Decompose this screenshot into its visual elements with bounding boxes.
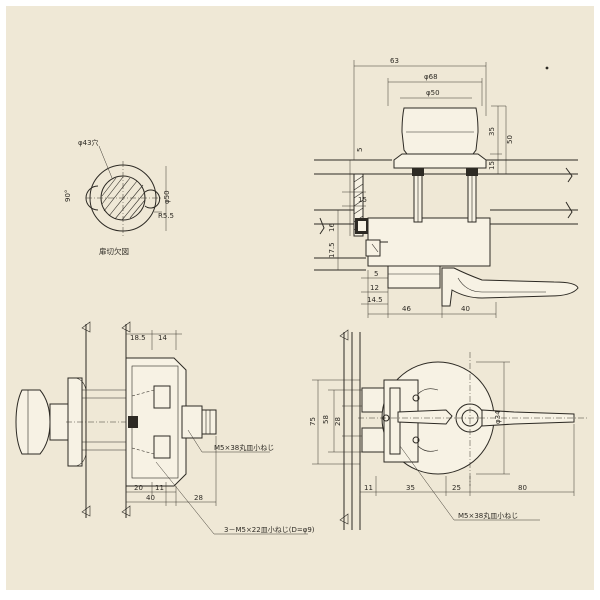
bottom-left-view: 18.5 14 20 11 40: [15, 321, 315, 535]
corner-mark: [545, 66, 549, 70]
dim-b-40: 40: [146, 494, 155, 502]
dim-b-12: 12: [370, 284, 379, 292]
dim-b-11: 11: [155, 484, 164, 492]
dim-phi50: φ50: [426, 89, 440, 97]
dim-b-25: 25: [452, 484, 461, 492]
dim-b-46: 46: [402, 305, 411, 313]
dim-v-75: 75: [309, 417, 317, 426]
cutout-hole-label: φ43穴: [78, 138, 99, 147]
lock-case: [367, 217, 491, 267]
cutout-title: 扉切欠図: [99, 246, 129, 256]
bottom-right-view: 75 58 28 φ34: [309, 329, 588, 530]
door-cutout-detail: φ43穴 90° φ50 R5.5 扉切欠図: [64, 138, 174, 256]
screw-note-1: M5×38丸皿小ねじ: [214, 443, 274, 452]
dim-v-58: 58: [322, 415, 330, 424]
dim-phi34: φ34: [494, 410, 502, 424]
dim-63: 63: [390, 57, 399, 65]
latch-bolt: [365, 239, 381, 257]
dim-phi68: φ68: [424, 73, 438, 81]
cutout-latch-notch: [144, 189, 161, 209]
technical-drawing: φ43穴 90° φ50 R5.5 扉切欠図 63 φ68 φ50 35 50 …: [15, 57, 588, 535]
dim-15: 15: [488, 161, 496, 170]
lever-front-inner: [397, 409, 453, 425]
dim-b-80: 80: [518, 484, 527, 492]
dim-35: 35: [488, 127, 496, 136]
knob-rose: [393, 153, 487, 169]
dim-top-14: 14: [158, 334, 167, 342]
dim-v-28: 28: [334, 417, 342, 426]
lock-boss: [387, 265, 441, 289]
drawing-sheet: φ43穴 90° φ50 R5.5 扉切欠図 63 φ68 φ50 35 50 …: [6, 6, 594, 590]
knob-side: [15, 389, 51, 455]
dim-b-11-r: 11: [364, 484, 373, 492]
dim-b-35: 35: [406, 484, 415, 492]
dim-b-20: 20: [134, 484, 143, 492]
dim-b-40: 40: [461, 305, 470, 313]
lock-spindle-side: [181, 405, 203, 439]
dim-left-16: 16: [328, 223, 336, 232]
dim-b-5: 5: [374, 270, 378, 278]
knob-body: [401, 107, 479, 159]
dim-left-17-5: 17.5: [328, 242, 336, 258]
dim-50: 50: [506, 135, 514, 144]
dim-left-5: 5: [356, 148, 364, 152]
side-section-view: 63 φ68 φ50 35 50 15: [314, 57, 579, 318]
dim-left-15: 15: [358, 196, 367, 204]
dim-b-28: 28: [194, 494, 203, 502]
screw-note-2: 3－M5×22皿小ねじ(D=φ9): [224, 525, 315, 534]
lock-body-side: [125, 357, 187, 487]
cutout-dia-label: φ50: [163, 190, 171, 204]
lever-handle: [441, 267, 579, 307]
cutout-angle-label: 90°: [64, 190, 72, 202]
dim-top-18-5: 18.5: [130, 334, 146, 342]
cutout-radius-label: R5.5: [158, 212, 174, 220]
dim-b-14-5: 14.5: [367, 296, 383, 304]
screw-note-right: M5×38丸皿小ねじ: [458, 511, 518, 520]
